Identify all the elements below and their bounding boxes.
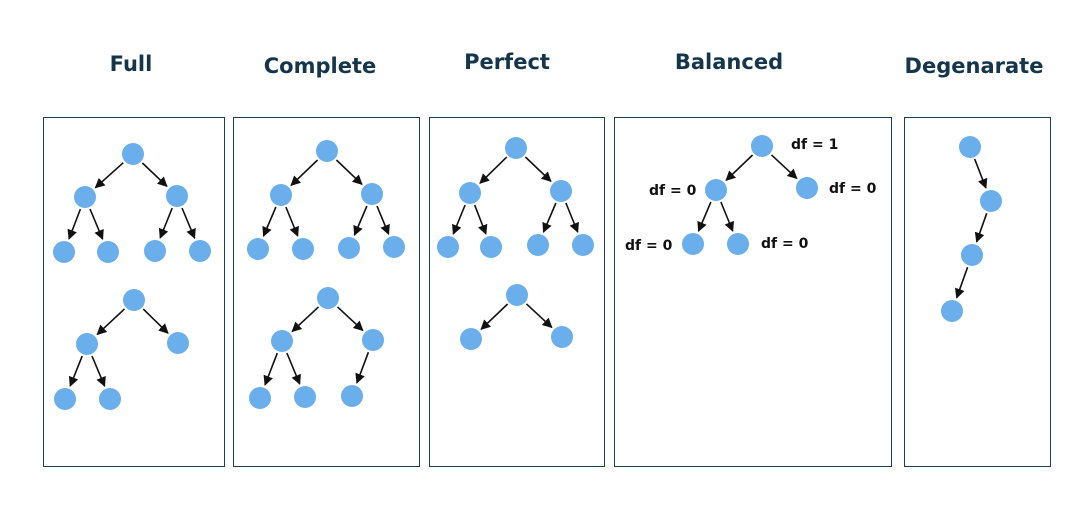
perfect-tree-2-node (506, 284, 528, 306)
degenerate-tree-node (941, 300, 963, 322)
degenerate-tree-node (961, 244, 983, 266)
balanced-tree-node (751, 135, 773, 157)
complete-tree-1-node (292, 238, 314, 260)
edges-layer (67, 154, 988, 388)
title-perfect: Perfect (464, 50, 550, 74)
full-tree-2-edge (68, 355, 83, 387)
balanced-tree-edge (720, 201, 734, 232)
full-tree-1-node (189, 240, 211, 262)
complete-tree-2-edge (336, 306, 364, 332)
full-tree-1-node (144, 240, 166, 262)
perfect-tree-1-node (527, 234, 549, 256)
perfect-tree-1-edge (473, 204, 488, 235)
complete-tree-2-edge (355, 351, 370, 384)
perfect-tree-1-edge (452, 204, 466, 235)
title-complete: Complete (263, 54, 377, 78)
complete-tree-2-node (249, 387, 271, 409)
perfect-tree-1-node (572, 234, 594, 256)
title-full: Full (109, 52, 153, 76)
perfect-tree-1-node (505, 137, 527, 159)
complete-tree-2-node (362, 329, 384, 351)
perfect-tree-1-node (437, 236, 459, 258)
full-tree-2-edge (96, 308, 126, 336)
perfect-tree-1-node (480, 236, 502, 258)
perfect-tree-1-edge (542, 202, 557, 234)
balanced-tree-edge (770, 154, 798, 180)
degenerate-tree-node (980, 190, 1002, 212)
balanced-tree-edge (697, 201, 712, 233)
panel-balanced (614, 117, 892, 467)
balanced-tree-node (682, 233, 704, 255)
degenerate-tree-edge (974, 213, 988, 243)
perfect-tree-1-edge (565, 202, 579, 233)
balanced-tree-node (796, 177, 818, 199)
df-label-root: df = 1 (791, 137, 838, 153)
df-label-left-left: df = 0 (625, 238, 673, 254)
full-tree-2-node (167, 332, 189, 354)
balanced-tree-edge (725, 154, 754, 181)
full-tree-1-edge (89, 208, 104, 241)
complete-tree-1-node (270, 184, 292, 206)
complete-tree-1-edge (285, 206, 299, 237)
complete-tree-1-edge (376, 205, 390, 236)
complete-tree-2-node (317, 287, 339, 309)
perfect-tree-1-edge (479, 156, 508, 184)
balanced-tree-node (727, 233, 749, 255)
complete-tree-1-edge (290, 159, 319, 186)
df-label-right: df = 0 (829, 181, 877, 197)
perfect-tree-2-edge (480, 303, 509, 330)
complete-tree-1-node (247, 238, 269, 260)
df-label-left: df = 0 (649, 183, 697, 199)
complete-tree-2-node (294, 386, 316, 408)
nodes-layer (53, 135, 1002, 410)
complete-tree-1-edge (335, 159, 363, 185)
full-tree-1-node (53, 241, 75, 263)
full-tree-1-node (97, 241, 119, 263)
complete-tree-1-edge (262, 206, 277, 238)
full-tree-2-node (76, 333, 98, 355)
complete-tree-1-node (338, 237, 360, 259)
full-tree-1-node (122, 143, 144, 165)
full-tree-1-edge (158, 207, 173, 239)
perfect-tree-2-node (551, 326, 573, 348)
full-tree-2-node (54, 388, 76, 410)
complete-tree-1-edge (353, 205, 368, 237)
perfect-tree-1-edge (524, 156, 552, 182)
full-tree-1-edge (141, 162, 168, 187)
full-tree-1-node (166, 185, 188, 207)
title-balanced: Balanced (674, 50, 784, 74)
full-tree-2-node (99, 388, 121, 410)
title-degenerate: Degenarate (904, 54, 1044, 78)
perfect-tree-1-node (459, 182, 481, 204)
degenerate-tree-edge (955, 266, 969, 299)
full-tree-2-edge (142, 308, 169, 334)
df-label-left-right: df = 0 (761, 236, 809, 252)
panel-degenerate (904, 117, 1051, 467)
complete-tree-2-edge (291, 306, 320, 333)
full-tree-2-edge (91, 355, 106, 388)
complete-tree-1-node (383, 236, 405, 258)
degenerate-tree-node (959, 136, 981, 158)
balanced-tree-node (705, 179, 727, 201)
complete-tree-1-node (316, 140, 338, 162)
full-tree-1-edge (94, 162, 124, 189)
full-tree-1-node (74, 186, 96, 208)
full-tree-2-node (123, 289, 145, 311)
full-tree-1-edge (67, 208, 82, 240)
complete-tree-2-node (341, 385, 363, 407)
full-tree-1-edge (181, 207, 196, 240)
complete-tree-2-node (271, 330, 293, 352)
complete-tree-1-node (361, 183, 383, 205)
complete-tree-2-edge (286, 352, 301, 385)
degenerate-tree-edge (973, 158, 988, 189)
complete-tree-2-edge (263, 352, 279, 386)
perfect-tree-2-node (460, 328, 482, 350)
perfect-tree-2-edge (525, 303, 553, 329)
perfect-tree-1-node (550, 180, 572, 202)
